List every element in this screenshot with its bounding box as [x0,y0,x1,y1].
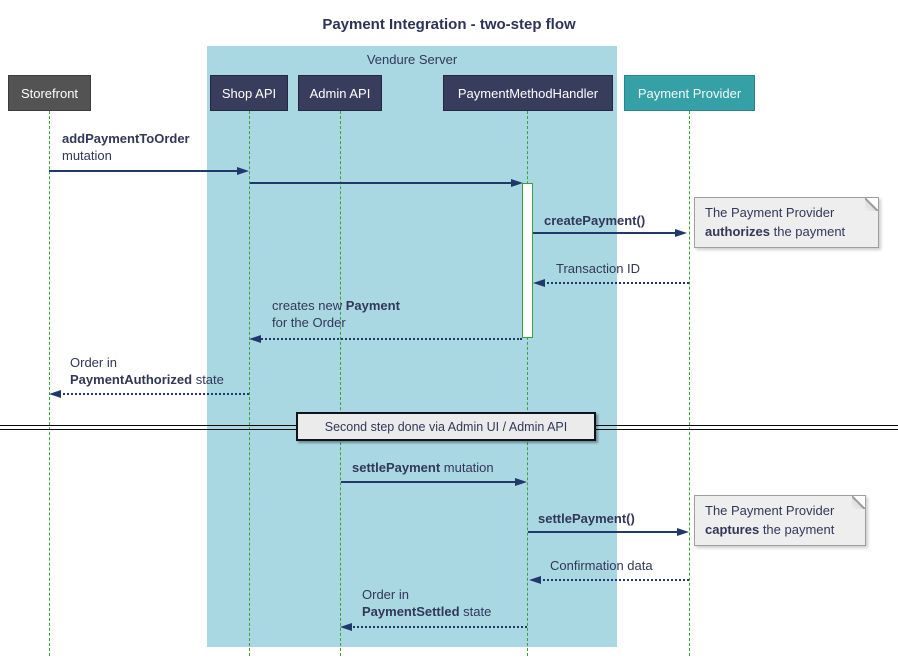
arrowhead [533,279,545,287]
lifeline-payment-method-handler [527,111,528,656]
arrowhead [677,528,689,536]
arrowhead [340,623,352,631]
message-label-creates-new-payment: creates new Payment for the Order [272,297,400,331]
activation-bar [522,183,533,338]
note-text: The Payment Provider [705,503,835,518]
label-text: mutation [440,460,494,475]
lifeline-storefront [49,111,50,656]
label-text: state [459,604,492,619]
label-text: Order in [70,355,117,370]
diagram-title: Payment Integration - two-step flow [322,16,576,33]
note-text: The Payment Provider [705,205,835,220]
label-text: Order in [362,587,409,602]
label-text-bold: createPayment() [544,213,646,228]
note-text: the payment [770,224,846,239]
note-capture: The Payment Provider captures the paymen… [694,495,866,546]
note-authorize: The Payment Provider authorizes the paym… [694,197,879,248]
divider-label-box: Second step done via Admin UI / Admin AP… [296,412,596,441]
arrowhead [515,478,527,486]
label-text-bold: addPaymentToOrder [62,131,190,146]
lifeline-admin-api [340,111,341,656]
participant-admin-api: Admin API [298,75,382,111]
label-text-bold: PaymentSettled [362,604,460,619]
label-text: Transaction ID [556,261,641,276]
message-label-confirmation: Confirmation data [550,557,653,574]
lifeline-payment-provider [689,111,690,656]
vendure-server-label: Vendure Server [366,52,458,67]
label-text: for the Order [272,315,346,330]
message-label-create-payment: createPayment() [544,212,645,229]
participant-payment-provider: Payment Provider [624,75,755,111]
note-fold-icon [865,198,878,211]
participant-shop-api: Shop API [210,75,288,111]
arrow-shaft [538,579,689,581]
label-text-bold: Payment [345,298,400,313]
label-text: mutation [62,148,112,163]
arrow-shaft [49,170,240,172]
arrow-shaft [58,393,249,395]
note-text: the payment [759,522,835,537]
note-text-bold: captures [705,522,760,537]
label-text: Confirmation data [550,558,653,573]
label-text-bold: PaymentAuthorized [70,372,193,387]
arrowhead [511,179,523,187]
label-text: state [192,372,224,387]
arrow-shaft [533,232,678,234]
arrow-shaft [258,338,522,340]
message-label-settle-payment: settlePayment() [538,510,635,527]
vendure-server-frame [207,46,617,647]
label-text-bold: settlePayment [352,460,441,475]
message-label-payment-authorized: Order in PaymentAuthorized state [70,354,224,388]
participant-storefront: Storefront [8,75,91,111]
label-text-bold: settlePayment() [538,511,635,526]
arrowhead [675,229,687,237]
message-label-transaction-id: Transaction ID [556,260,640,277]
participant-payment-method-handler: PaymentMethodHandler [443,75,613,111]
label-text: creates new [272,298,346,313]
arrowhead [249,335,261,343]
arrowhead [237,167,249,175]
arrowhead [49,390,61,398]
message-label-add-payment: addPaymentToOrder mutation [62,130,190,164]
arrowhead [529,576,541,584]
note-text-bold: authorizes [705,224,771,239]
divider-label: Second step done via Admin UI / Admin AP… [324,419,568,434]
arrow-shaft [341,481,518,483]
note-fold-icon [852,496,865,509]
arrow-shaft [349,626,527,628]
message-label-payment-settled: Order in PaymentSettled state [362,586,491,620]
message-label-settle-mutation: settlePayment mutation [352,459,494,476]
arrow-shaft [542,282,689,284]
lifeline-shop-api [249,111,250,656]
arrow-shaft [528,531,680,533]
arrow-shaft [250,182,514,184]
